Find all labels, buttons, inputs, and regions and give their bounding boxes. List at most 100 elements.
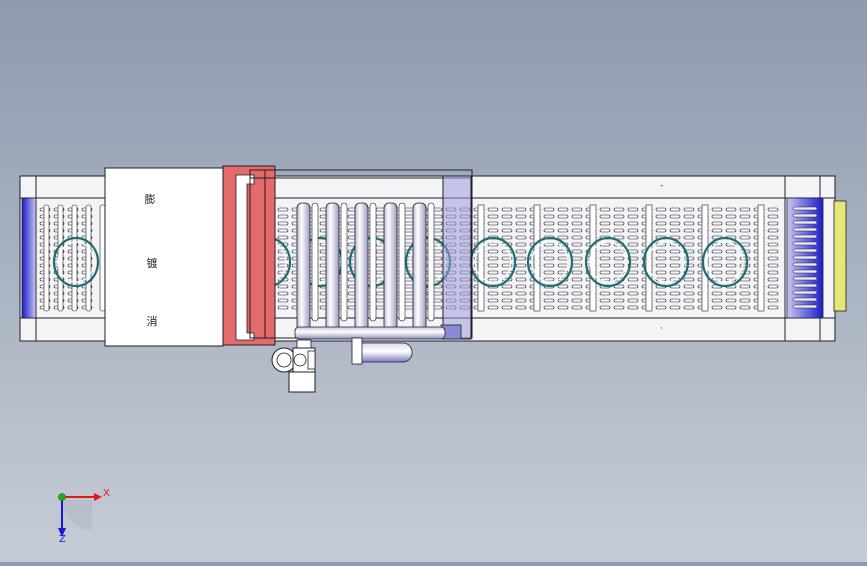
- mesh-slot: [613, 235, 625, 240]
- mesh-slot: [767, 214, 779, 219]
- mesh-slot: [711, 207, 723, 212]
- mesh-post: [99, 204, 106, 312]
- mesh-slot: [277, 235, 289, 240]
- mesh-slot: [613, 221, 625, 226]
- mesh-slot: [711, 249, 723, 254]
- mesh-slot: [683, 214, 695, 219]
- mesh-slot: [487, 214, 499, 219]
- mesh-slot: [571, 277, 583, 282]
- mesh-slot: [557, 298, 569, 303]
- mesh-slot: [501, 284, 513, 289]
- mesh-slot: [767, 284, 779, 289]
- mesh-slot: [557, 221, 569, 226]
- mesh-slot: [501, 291, 513, 296]
- mesh-slot: [515, 284, 527, 289]
- mesh-slot: [739, 256, 751, 261]
- mesh-slot: [725, 263, 737, 268]
- spray-pipe-rib: [311, 202, 319, 322]
- spray-pipe-rib: [427, 202, 435, 322]
- strip-slot: [792, 206, 818, 211]
- mesh-slot: [277, 256, 289, 261]
- mesh-slot: [403, 305, 415, 310]
- mesh-slot: [403, 207, 415, 212]
- mesh-slot: [571, 207, 583, 212]
- mesh-slot: [501, 256, 513, 261]
- mesh-slot: [277, 214, 289, 219]
- mesh-slot: [627, 214, 639, 219]
- strip-slot: [792, 269, 818, 274]
- mesh-slot: [627, 270, 639, 275]
- spray-pipe: [383, 202, 398, 332]
- mesh-slot: [571, 235, 583, 240]
- mesh-slot: [599, 270, 611, 275]
- mesh-slot: [613, 228, 625, 233]
- mesh-slot: [655, 270, 667, 275]
- mesh-post: [71, 204, 78, 312]
- mesh-slot: [655, 221, 667, 226]
- mesh-slot: [487, 207, 499, 212]
- mesh-post: [477, 204, 485, 312]
- mesh-slot: [613, 207, 625, 212]
- mesh-slot: [487, 221, 499, 226]
- mesh-slot: [403, 291, 415, 296]
- mesh-slot: [403, 214, 415, 219]
- mesh-slot: [515, 305, 527, 310]
- mesh-slot: [277, 305, 289, 310]
- mesh-slot: [767, 277, 779, 282]
- ring-inner: [706, 241, 744, 283]
- mesh-post: [43, 204, 50, 312]
- mesh-slot: [571, 270, 583, 275]
- mesh-slot: [557, 305, 569, 310]
- mesh-slot: [403, 235, 415, 240]
- mesh-slot: [767, 235, 779, 240]
- mesh-slot: [739, 207, 751, 212]
- mesh-slot: [725, 270, 737, 275]
- mesh-slot: [557, 256, 569, 261]
- spray-pipe: [296, 202, 311, 332]
- ring: [701, 236, 749, 288]
- mesh-slot: [711, 263, 723, 268]
- ring: [584, 236, 632, 288]
- mesh-slot: [683, 221, 695, 226]
- strip-slot: [792, 262, 818, 267]
- mesh-post: [645, 204, 653, 312]
- mesh-slot: [571, 284, 583, 289]
- mesh-post: [85, 204, 92, 312]
- mesh-slot: [655, 305, 667, 310]
- mesh-slot: [627, 284, 639, 289]
- ring-inner: [589, 241, 627, 283]
- mesh-slot: [767, 207, 779, 212]
- red-cover: [222, 165, 276, 346]
- mesh-slot: [711, 228, 723, 233]
- mesh-slot: [487, 298, 499, 303]
- mesh-slot: [739, 291, 751, 296]
- mesh-slot: [655, 228, 667, 233]
- mesh-slot: [557, 214, 569, 219]
- mesh-slot: [739, 228, 751, 233]
- mesh-slot: [767, 221, 779, 226]
- mesh-slot: [515, 263, 527, 268]
- mesh-slot: [739, 235, 751, 240]
- mesh-slot: [487, 263, 499, 268]
- mesh-slot: [487, 242, 499, 247]
- spray-pipe-rib: [369, 202, 377, 322]
- mesh-slot: [277, 291, 289, 296]
- strip-slot: [792, 297, 818, 302]
- mesh-slot: [655, 291, 667, 296]
- mesh-slot: [767, 228, 779, 233]
- mesh-slot: [571, 298, 583, 303]
- mesh-slot: [683, 284, 695, 289]
- mesh-slot: [403, 284, 415, 289]
- mesh-slot: [627, 221, 639, 226]
- mesh-slot: [627, 277, 639, 282]
- strip-slot: [792, 304, 818, 309]
- left-blue-strip: [21, 197, 37, 319]
- mesh-slot: [767, 263, 779, 268]
- xyz-triad-icon: [58, 493, 102, 537]
- strip-slot: [792, 220, 818, 225]
- mesh-slot: [543, 249, 555, 254]
- mesh-slot: [543, 207, 555, 212]
- mesh-slot: [739, 221, 751, 226]
- mesh-slot: [655, 207, 667, 212]
